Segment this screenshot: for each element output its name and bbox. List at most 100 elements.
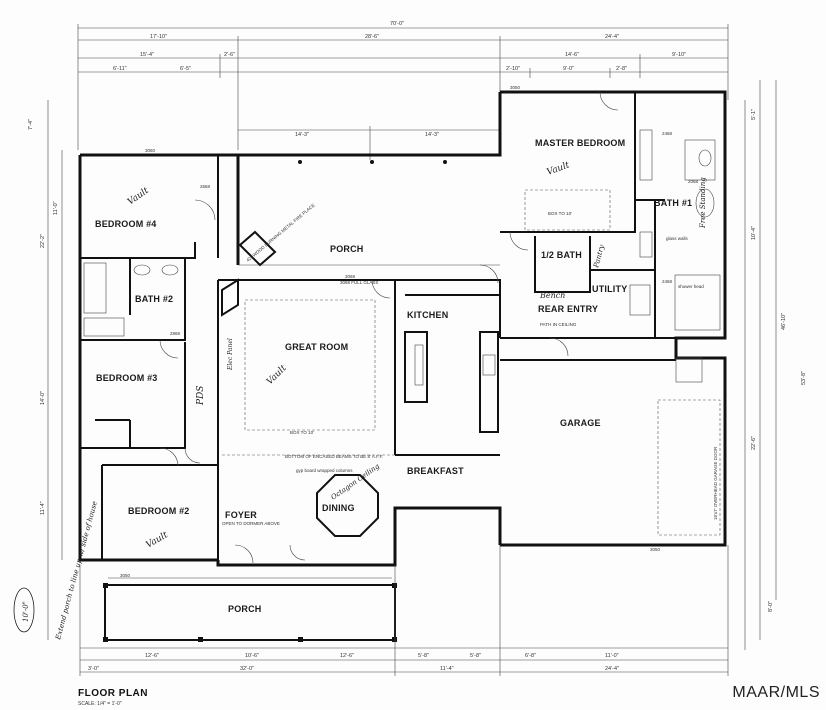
- door-code: 2468: [662, 279, 673, 284]
- dim-left-e: 11'-4": [40, 501, 46, 515]
- dim-overall: 70'-0": [390, 21, 404, 27]
- dim-right-a: 5'-1": [751, 109, 757, 120]
- kitchen-counters: [404, 294, 500, 433]
- dim-bottom-a: 12'-6": [145, 653, 159, 659]
- dim-right-c: 46'-10": [781, 313, 787, 330]
- room-label-bath-2: BATH #2: [135, 294, 173, 304]
- interior-walls: [80, 92, 725, 560]
- door-code: 3050: [145, 148, 156, 153]
- dim-left-b: 11'-0": [53, 201, 59, 215]
- door-code: 3050: [120, 573, 131, 578]
- dim-top-right: 24'-4": [605, 34, 619, 40]
- hand-margin-dim-circle: [13, 587, 35, 633]
- master-ceiling-box: [524, 189, 611, 231]
- hand-vault-master: Vault: [546, 160, 572, 178]
- hand-vault-bed4: Vault: [126, 186, 151, 208]
- note-master-box: BOX TO 10': [548, 211, 572, 216]
- room-label-utility: UTILITY: [592, 284, 627, 294]
- note-great-box: BOX TO 10': [290, 430, 314, 435]
- dim-bottom-e: 5'-8": [470, 653, 481, 659]
- dim-top-left: 17'-10": [150, 34, 167, 40]
- dim-porch-a: 14'-3": [295, 132, 309, 138]
- dim-row3-a: 6'-11": [113, 66, 127, 72]
- hand-vault-great: Vault: [265, 363, 289, 387]
- door-code: 3050: [510, 85, 521, 90]
- bath-fixtures: [83, 129, 721, 337]
- hand-free-standing: Free Standing: [699, 177, 707, 229]
- dim-top-center: 28'-6": [365, 34, 379, 40]
- rear-porch-outline: [238, 160, 500, 266]
- bottom-dimension-lines: [79, 545, 729, 676]
- room-label-half-bath: 1/2 BATH: [541, 250, 582, 260]
- dim-row2-d: 9'-10": [672, 52, 686, 58]
- dim-porch-b: 14'-3": [425, 132, 439, 138]
- dim-right-f: 8'-0": [768, 601, 774, 612]
- note-glass-walls: glass walls: [666, 236, 689, 241]
- dim-row2-c: 14'-6": [565, 52, 579, 58]
- dim-total-d: 24'-4": [605, 666, 619, 672]
- room-label-front-porch: PORCH: [228, 604, 262, 614]
- dining-octagon-ceiling: [316, 474, 379, 537]
- fireplace-symbol: [221, 230, 277, 317]
- hand-elec-panel: Elec Panel: [227, 338, 234, 371]
- mls-watermark: MAAR/MLS: [732, 684, 820, 701]
- room-label-garage: GARAGE: [560, 418, 601, 428]
- room-label-bedroom-3: BEDROOM #3: [96, 373, 158, 383]
- hand-vault-bed2: Vault: [145, 530, 171, 551]
- dim-total-c: 11'-4": [440, 666, 454, 672]
- note-garage-door: 16'x7' OVERHEAD GARAGE DOOR: [713, 446, 718, 520]
- dim-row3-c: 2'-10": [506, 66, 520, 72]
- plan-title: FLOOR PLAN: [78, 688, 148, 699]
- note-encased-beams: BOTTOM OF ENCASED BEAMS TO BE 8' A.F.F.: [285, 454, 383, 459]
- side-dimension-lines: [47, 80, 777, 650]
- room-label-master-bedroom: MASTER BEDROOM: [535, 138, 625, 148]
- hand-pds: PDS: [196, 386, 206, 406]
- room-label-dining: DINING: [322, 503, 355, 513]
- room-label-bath-1: BATH #1: [654, 198, 692, 208]
- dim-left-d: 14'-0": [40, 391, 46, 405]
- door-code: 2868: [170, 331, 181, 336]
- exterior-walls: [78, 90, 727, 567]
- dim-total-b: 32'-0": [240, 666, 254, 672]
- room-label-bedroom-4: BEDROOM #4: [95, 219, 157, 229]
- room-label-great-room: GREAT ROOM: [285, 342, 348, 352]
- dim-bottom-c: 12'-6": [340, 653, 354, 659]
- garage-features: [657, 357, 721, 536]
- dim-left-a: 7'-4": [28, 119, 34, 130]
- note-foyer-open: OPEN TO DORMER ABOVE: [222, 521, 280, 526]
- room-label-rear-entry: REAR ENTRY: [538, 304, 598, 314]
- plan-scale: SCALE: 1/4" = 1'-0": [78, 701, 122, 707]
- note-shower-head: shower head: [678, 284, 704, 289]
- room-label-foyer: FOYER: [225, 510, 257, 520]
- dim-row3-d: 9'-0": [563, 66, 574, 72]
- room-label-bedroom-2: BEDROOM #2: [128, 506, 190, 516]
- note-full-glass: 3068 FULL GLASS: [340, 280, 378, 285]
- dim-row3-e: 2'-8": [616, 66, 627, 72]
- room-label-breakfast: BREAKFAST: [407, 466, 464, 476]
- dim-left-c: 22'-2": [40, 234, 46, 248]
- great-room-ceiling-box: [244, 299, 376, 431]
- dim-bottom-b: 10'-6": [245, 653, 259, 659]
- door-code: 3050: [650, 547, 661, 552]
- dim-bottom-g: 11'-0": [605, 653, 619, 659]
- dim-row3-b: 6'-5": [180, 66, 191, 72]
- door-swings: [159, 91, 619, 564]
- door-code: 2668: [200, 184, 211, 189]
- hand-margin-dim: 10'-0": [22, 601, 30, 622]
- door-code: 2068: [688, 179, 699, 184]
- dim-bottom-d: 5'-8": [418, 653, 429, 659]
- hand-bench: Bench: [539, 291, 565, 300]
- door-code: 3068: [345, 274, 356, 279]
- note-gyp-board: gyp board wrapped columns: [296, 468, 353, 473]
- door-code: 2468: [662, 131, 673, 136]
- room-label-kitchen: KITCHEN: [407, 310, 448, 320]
- dim-right-b: 10'-4": [751, 226, 757, 240]
- hand-pantry: Pantry: [592, 243, 606, 269]
- dim-row2-a: 15'-4": [140, 52, 154, 58]
- hand-margin-note: Extend porch to line up w/ side of house: [54, 500, 99, 641]
- dim-right-e: 53'-8": [801, 371, 807, 385]
- dim-row2-b: 2'-6": [224, 52, 235, 58]
- dim-bottom-f: 6'-8": [525, 653, 536, 659]
- note-rear-ceiling: PATH IN CEILING: [540, 322, 577, 327]
